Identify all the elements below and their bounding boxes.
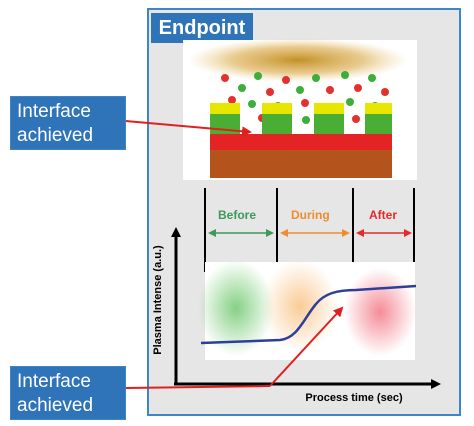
mask-layer <box>210 103 392 114</box>
plasma-glow <box>188 38 408 82</box>
interface-callout-top: Interface achieved <box>10 96 126 150</box>
phase-separators <box>204 188 415 272</box>
interface-callout-bottom-text: Interface achieved <box>17 371 94 416</box>
bottom-pointer-line <box>125 385 271 389</box>
panel-title: Endpoint <box>151 13 253 43</box>
phase-label-after: After <box>369 208 398 222</box>
interface-callout-top-text: Interface achieved <box>17 101 94 146</box>
after-emission-glow <box>344 268 416 356</box>
top-pointer-arrow <box>125 120 252 137</box>
phase-label-during: During <box>291 208 330 222</box>
x-axis-label: Process time (sec) <box>305 392 403 404</box>
substrate-layer <box>210 150 392 178</box>
before-emission-glow <box>198 260 274 356</box>
during-emission-glow <box>262 260 338 352</box>
phase-label-before: Before <box>218 208 257 222</box>
intensity-curve <box>200 284 417 345</box>
y-axis-label: Plasma Intense (a.u.) <box>152 245 164 355</box>
interface-callout-bottom: Interface achieved <box>10 366 126 420</box>
red-layer <box>210 134 392 150</box>
bottom-pointer-arrow <box>269 306 344 387</box>
